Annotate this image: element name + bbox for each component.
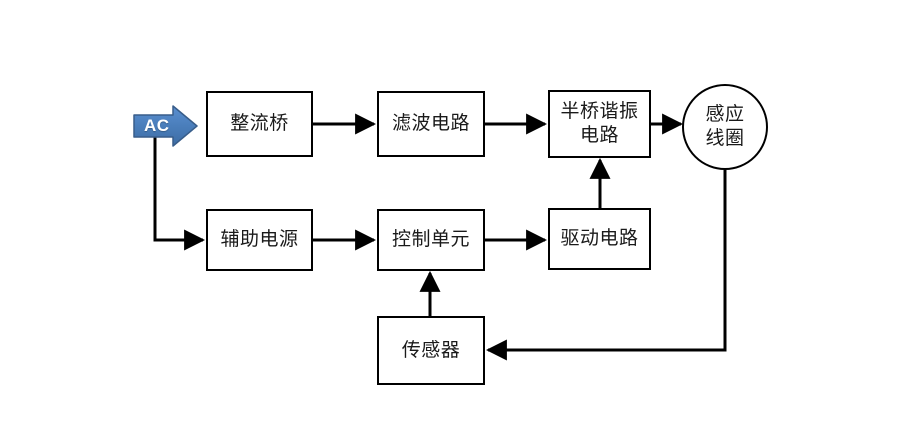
node-filter[interactable]: 滤波电路 <box>377 91 485 157</box>
node-sensor-label: 传感器 <box>401 338 461 361</box>
node-rectifier[interactable]: 整流桥 <box>206 91 313 157</box>
ac-arrow-shape <box>133 105 198 147</box>
node-auxiliary-power[interactable]: 辅助电源 <box>206 209 313 271</box>
node-sensor[interactable]: 传感器 <box>377 316 485 385</box>
node-half-bridge-resonant[interactable]: 半桥谐振 电路 <box>548 90 651 158</box>
node-control-unit-label: 控制单元 <box>391 228 470 251</box>
node-rectifier-label: 整流桥 <box>230 112 289 135</box>
node-induction-coil[interactable]: 感应 线圈 <box>682 84 768 170</box>
node-filter-label: 滤波电路 <box>391 112 470 135</box>
ac-source-arrow: AC <box>133 104 199 148</box>
node-control-unit[interactable]: 控制单元 <box>377 209 485 271</box>
node-half-bridge-resonant-label: 半桥谐振 电路 <box>560 100 639 146</box>
node-driver-circuit-label: 驱动电路 <box>560 227 639 250</box>
node-induction-coil-label: 感应 线圈 <box>705 103 745 149</box>
node-driver-circuit[interactable]: 驱动电路 <box>548 208 651 270</box>
node-auxiliary-power-label: 辅助电源 <box>220 228 299 251</box>
